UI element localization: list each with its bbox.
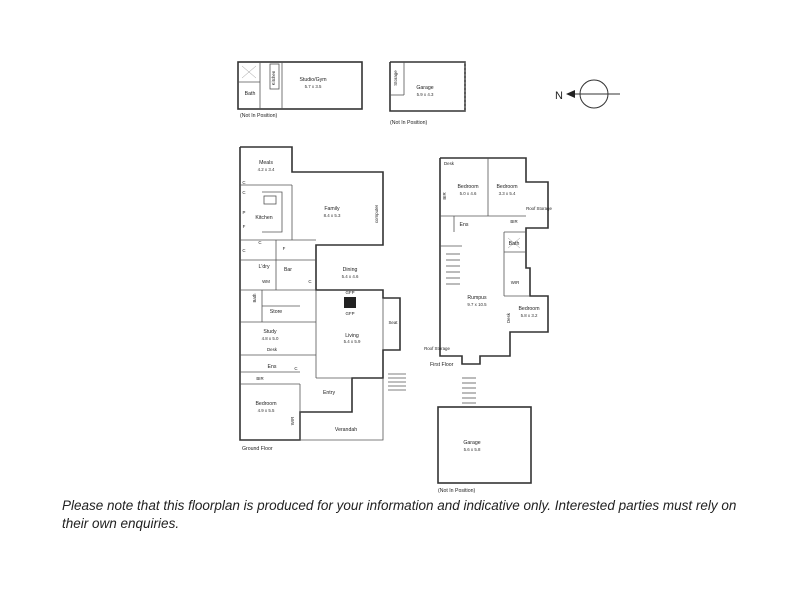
meals-size: 4.2 x 3.4 — [258, 167, 275, 172]
studio-gym-size: 5.7 x 3.5 — [305, 84, 322, 89]
ldry-label: L'dry — [258, 264, 269, 270]
bedroom-ground-size: 4.9 x 5.5 — [258, 408, 275, 413]
garage-storage-label: Storage — [393, 70, 398, 86]
cupboard-tag: C — [242, 248, 245, 253]
meals-label: Meals — [259, 160, 273, 166]
family-label: Family — [324, 206, 340, 212]
store-label: Store — [270, 309, 283, 315]
roof-storage-bottom-label: Roof Storage — [424, 346, 450, 351]
garage-top-building: Storage Garage 5.9 x 4.3 (Not In Positio… — [389, 61, 466, 126]
first-floor-plan: Desk Bedroom 5.0 x 4.6 Bedroom 3.3 x 5.4… — [424, 157, 552, 368]
pantry-tag: P — [243, 210, 246, 215]
first-floor-stairs — [446, 253, 460, 285]
not-in-position-caption-2: (Not In Position) — [390, 120, 427, 126]
entry-label: Entry — [323, 390, 336, 396]
bedroom-ground-label: Bedroom — [255, 401, 276, 407]
computer-tag: computer — [374, 204, 379, 223]
dining-size: 5.4 x 4.6 — [342, 274, 359, 279]
fridge-tag: F — [243, 224, 246, 229]
rumpus-size: 9.7 x 10.5 — [467, 302, 487, 307]
not-in-position-caption-1: (Not In Position) — [240, 113, 277, 119]
study-label: Study — [263, 329, 277, 335]
bar-label: Bar — [284, 267, 292, 273]
rumpus-label: Rumpus — [467, 295, 487, 301]
cupboard-tag: C — [242, 180, 245, 185]
kitchen-studio-label: Kitchen — [271, 70, 276, 85]
studio-gym-label: Studio/Gym — [299, 77, 326, 83]
garage-bottom-size: 5.6 x 5.8 — [464, 447, 481, 452]
gfp-upper-label: GFP — [345, 290, 354, 295]
bedroom2-first-label: Bedroom — [496, 184, 517, 190]
bedroom3-first-label: Bedroom — [518, 306, 539, 312]
study-size: 4.8 x 5.0 — [262, 336, 279, 341]
garage-top-label: Garage — [416, 85, 433, 91]
wm-tag: WM — [262, 279, 270, 284]
cupboard-tag: C — [308, 279, 311, 284]
desk-ground-label: Desk — [267, 347, 278, 352]
wir-first-label: WIR — [511, 280, 520, 285]
ens-ground-label: Ens — [268, 364, 277, 370]
garage-bottom-building: Garage 5.6 x 5.8 (Not In Position) — [437, 377, 532, 494]
family-size: 8.4 x 5.3 — [324, 213, 341, 218]
bedroom1-first-label: Bedroom — [457, 184, 478, 190]
north-arrow-icon: N — [555, 79, 620, 109]
garage-bottom-label: Garage — [463, 440, 480, 446]
entry-stairs — [388, 373, 406, 391]
living-label: Living — [345, 333, 359, 339]
cupboard-tag: C — [294, 366, 297, 371]
desk-first2-label: Desk — [506, 312, 511, 323]
verandah-label: Verandah — [335, 427, 357, 433]
first-floor-caption: First Floor — [430, 362, 454, 368]
desk-first-label: Desk — [444, 161, 455, 166]
bath-studio-label: Bath — [245, 91, 256, 97]
kitchen-label: Kitchen — [255, 215, 272, 221]
bir-first-left-label: BIR — [442, 192, 447, 199]
bedroom1-first-size: 5.0 x 4.6 — [460, 191, 477, 196]
bath-ground-label: Bath — [252, 293, 257, 303]
disclaimer-text: Please note that this floorplan is produ… — [62, 498, 737, 531]
roof-storage-top-label: Roof Storage — [526, 206, 552, 211]
fridge-tag: F — [283, 246, 286, 251]
living-size: 5.4 x 5.9 — [344, 339, 361, 344]
seat-label: Seat — [388, 320, 398, 325]
garage-top-size: 5.9 x 4.3 — [417, 92, 434, 97]
bedroom3-first-size: 5.8 x 3.2 — [521, 313, 538, 318]
bir-first-right-label: BIR — [510, 219, 517, 224]
studio-gym-building: Bath Kitchen Studio/Gym 5.7 x 3.5 (Not I… — [237, 61, 363, 119]
dining-label: Dining — [343, 267, 358, 273]
cupboard-tag: C — [258, 240, 261, 245]
bath-first-label: Bath — [509, 241, 520, 247]
ens-first-label: Ens — [460, 222, 469, 228]
gfp-lower-label: GFP — [345, 311, 354, 316]
ground-floor-caption: Ground Floor — [242, 446, 273, 452]
wir-ground-label: WIR — [290, 417, 295, 426]
cupboard-tag: C — [242, 190, 245, 195]
ground-floor-plan: Meals 4.2 x 3.4 Family 8.4 x 5.3 Kitchen… — [239, 146, 406, 452]
bedroom2-first-size: 3.3 x 5.4 — [499, 191, 516, 196]
not-in-position-caption-3: (Not In Position) — [438, 488, 475, 494]
bir-ground-label: BIR — [256, 376, 263, 381]
north-label: N — [555, 90, 563, 102]
